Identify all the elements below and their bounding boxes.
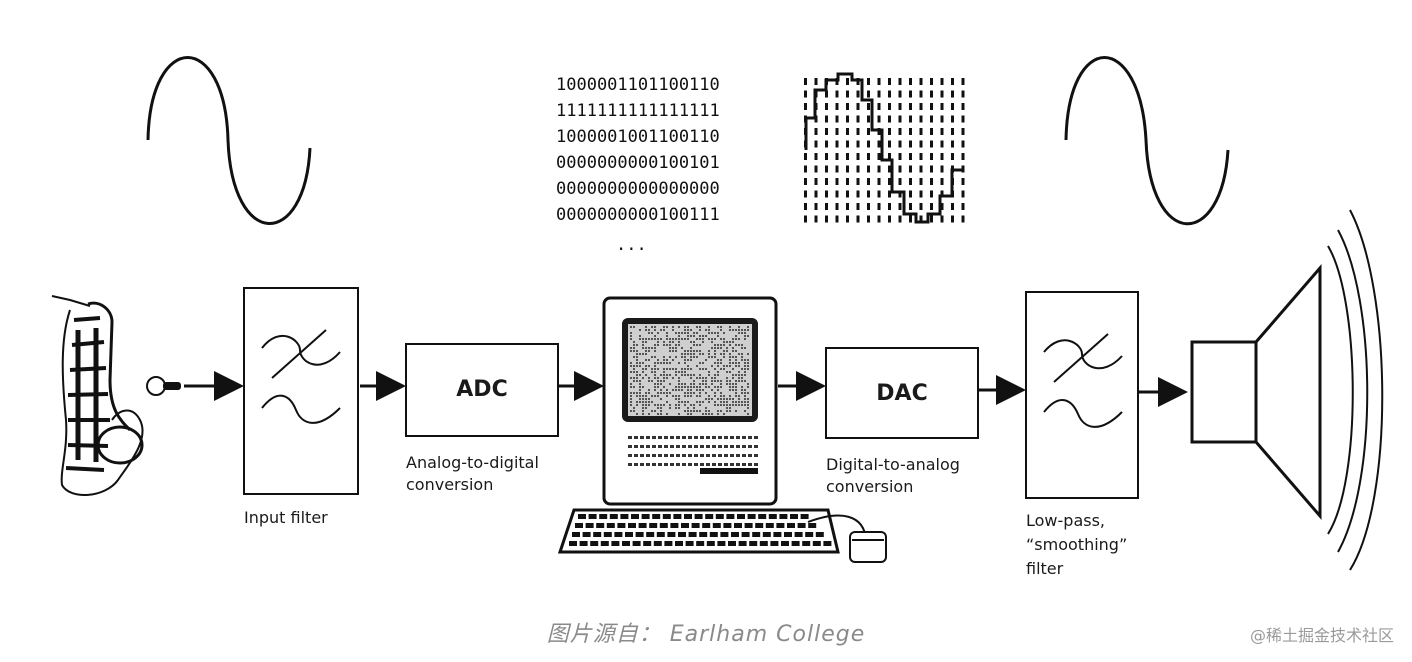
keyboard-icon: [557, 508, 840, 554]
adc-caption-line1: Analog-to-digital: [406, 453, 539, 472]
analog-input-waveform: [146, 56, 312, 225]
speaker-icon: [1190, 209, 1384, 571]
microphone-icon: [146, 376, 181, 396]
lowpass-caption-line2: “smoothing”: [1026, 535, 1127, 554]
binary-ellipsis: ...: [616, 235, 647, 255]
analog-output-waveform: [1064, 56, 1230, 226]
lowpass-caption-line1: Low-pass,: [1026, 511, 1105, 530]
sampled-waveform: [804, 72, 965, 224]
binary-line: 1111111111111111: [556, 101, 720, 121]
filter-symbol-icon: [261, 329, 341, 424]
binary-data: 1000001101100110 1111111111111111 100000…: [556, 75, 720, 255]
input-filter-label: Input filter: [244, 508, 328, 527]
binary-line: 1000001101100110: [556, 75, 720, 95]
dac-caption-line1: Digital-to-analog: [826, 455, 960, 474]
dac-title: DAC: [876, 381, 927, 406]
signal-chain-diagram: Input filter ADC Analog-to-digital conve…: [51, 56, 1384, 578]
binary-line: 0000000000100101: [556, 153, 720, 173]
input-filter-block: Input filter: [243, 287, 359, 527]
saxophone-icon: [51, 295, 144, 497]
lowpass-caption-line3: filter: [1026, 559, 1064, 578]
watermark: @稀土掘金技术社区: [1249, 626, 1394, 645]
computer-icon: [557, 296, 887, 563]
adc-title: ADC: [456, 377, 507, 402]
binary-line: 0000000000000000: [556, 179, 720, 199]
binary-line: 1000001001100110: [556, 127, 720, 147]
lowpass-filter-block: Low-pass, “smoothing” filter: [1025, 291, 1139, 578]
adc-caption-line2: conversion: [406, 475, 493, 494]
dac-caption-line2: conversion: [826, 477, 913, 496]
image-caption: 图片源自： Earlham College: [546, 622, 866, 647]
adc-block: ADC Analog-to-digital conversion: [405, 343, 559, 494]
filter-symbol-icon: [1043, 333, 1123, 428]
mouse-icon: [807, 514, 887, 563]
signal-arrows: [184, 371, 1188, 407]
binary-line: 0000000000100111: [556, 205, 720, 225]
dac-block: DAC Digital-to-analog conversion: [825, 347, 979, 496]
